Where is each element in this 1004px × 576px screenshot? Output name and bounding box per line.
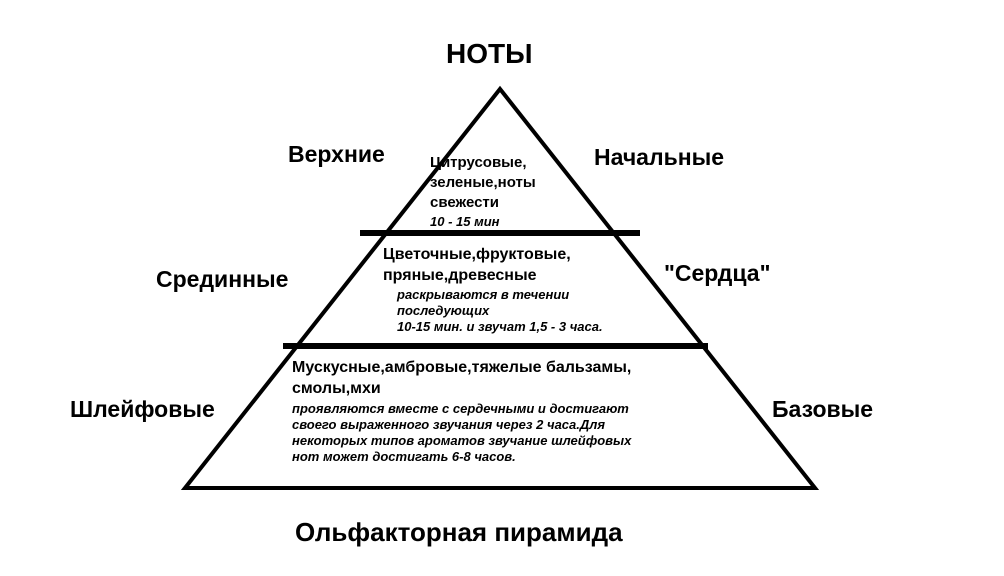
- tier-top-main-line: зеленые,ноты: [430, 174, 536, 191]
- tier-middle-main-line: Цветочные,фруктовые,: [383, 246, 571, 263]
- tier-middle-note-line: 10-15 мин. и звучат 1,5 - 3 часа.: [397, 319, 603, 334]
- tier-bottom-content: Мускусные,амбровые,тяжелые бальзамы, смо…: [292, 357, 631, 465]
- tier-middle-main-line: пряные,древесные: [383, 267, 537, 284]
- tier-bottom-right-label: Базовые: [772, 396, 874, 422]
- tier-bottom-note-line: своего выраженного звучания через 2 часа…: [292, 417, 606, 432]
- tier-middle-left-label: Срединные: [156, 266, 289, 292]
- pyramid-outline: [180, 85, 820, 490]
- tier-top-content: Цитрусовые, зеленые,ноты свежести 10 - 1…: [430, 153, 536, 230]
- tier-middle-right-label: "Сердца": [664, 260, 771, 286]
- tier-bottom-note-line: нот может достигать 6-8 часов.: [292, 449, 516, 464]
- tier-top-main-line: Цитрусовые,: [430, 154, 527, 171]
- tier-middle-note-line: последующих: [397, 303, 490, 318]
- diagram-title: НОТЫ: [446, 38, 533, 69]
- tier-bottom-note-line: проявляются вместе с сердечными и достиг…: [292, 401, 629, 416]
- tier-bottom-main-line: смолы,мхи: [292, 380, 381, 397]
- tier-bottom-left-label: Шлейфовые: [70, 396, 215, 422]
- pyramid-caption: Ольфакторная пирамида: [295, 517, 623, 547]
- tier-bottom-main-line: Мускусные,амбровые,тяжелые бальзамы,: [292, 359, 632, 376]
- tier-top-right-label: Начальные: [594, 144, 725, 170]
- tier-top-note-line: 10 - 15 мин: [430, 214, 500, 229]
- tier-middle-note-line: раскрываются в течении: [397, 287, 570, 302]
- tier-top-main-line: свежести: [430, 194, 500, 211]
- tier-top-left-label: Верхние: [288, 141, 385, 167]
- tier-middle-content: Цветочные,фруктовые, пряные,древесные ра…: [383, 244, 603, 335]
- tier-bottom-note-line: некоторых типов ароматов звучание шлейфо…: [292, 433, 632, 448]
